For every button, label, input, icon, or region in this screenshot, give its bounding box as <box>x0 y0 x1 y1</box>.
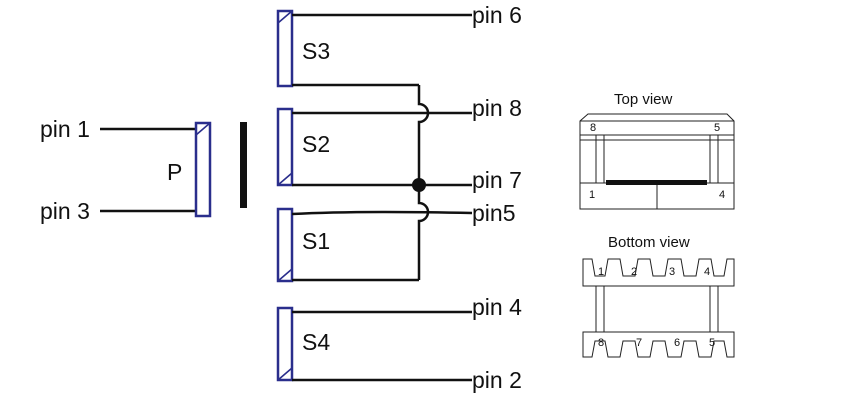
winding-s1: S1 <box>276 207 473 283</box>
primary-winding: pin 1 pin 3 P <box>40 116 212 224</box>
bottom-view-pin5: 5 <box>709 337 715 349</box>
center-tap-bus <box>417 85 430 280</box>
top-view-core <box>606 180 707 185</box>
s2-coil <box>276 107 294 187</box>
top-view-pin5: 5 <box>714 122 720 134</box>
top-view-pin1: 1 <box>589 189 595 201</box>
top-view-pin8: 8 <box>590 122 596 134</box>
bottom-view-bottom-comb <box>582 331 735 358</box>
pin4-label: pin 4 <box>472 294 522 320</box>
winding-s2: S2 <box>276 107 472 187</box>
primary-label: P <box>167 159 182 185</box>
s1-coil <box>276 207 294 283</box>
s4-coil <box>276 306 294 382</box>
bottom-view-pin2: 2 <box>631 266 637 278</box>
s2-dot-marker <box>277 172 293 186</box>
bottom-view-pin1: 1 <box>598 266 604 278</box>
pin2-label: pin 2 <box>472 367 522 393</box>
winding-s4: S4 <box>276 306 472 382</box>
s1-label: S1 <box>302 228 330 254</box>
top-view-upper-flange <box>579 113 735 136</box>
bottom-view-pin3: 3 <box>669 266 675 278</box>
s4-label: S4 <box>302 329 330 355</box>
winding-s3: S3 <box>276 9 472 88</box>
pin1-label: pin 1 <box>40 116 90 142</box>
bottom-view: Bottom view 1 2 3 4 8 7 6 5 <box>582 234 735 358</box>
junction-dot <box>412 178 426 192</box>
bottom-view-pin8: 8 <box>598 337 604 349</box>
primary-dot-marker <box>195 122 211 136</box>
pin5-label: pin5 <box>472 200 515 226</box>
pin6-label: pin 6 <box>472 2 522 28</box>
bottom-view-pin4: 4 <box>704 266 710 278</box>
top-view-pin4: 4 <box>719 189 725 201</box>
pin5-wire <box>291 210 473 216</box>
pin3-label: pin 3 <box>40 198 90 224</box>
bottom-view-top-comb <box>582 258 735 287</box>
s3-dot-marker <box>277 10 293 24</box>
s2-label: S2 <box>302 131 330 157</box>
transformer-core <box>240 122 247 208</box>
s4-dot-marker <box>277 367 293 381</box>
s1-dot-marker <box>277 268 293 282</box>
s3-label: S3 <box>302 38 330 64</box>
top-view: Top view 8 5 1 4 <box>579 91 735 210</box>
pin7-label: pin 7 <box>472 167 522 193</box>
primary-coil <box>194 121 212 218</box>
bottom-view-pin6: 6 <box>674 337 680 349</box>
top-view-title: Top view <box>614 91 673 108</box>
s3-coil <box>276 9 294 88</box>
bottom-view-pin7: 7 <box>636 337 642 349</box>
pin8-label: pin 8 <box>472 95 522 121</box>
bottom-view-title: Bottom view <box>608 234 690 251</box>
